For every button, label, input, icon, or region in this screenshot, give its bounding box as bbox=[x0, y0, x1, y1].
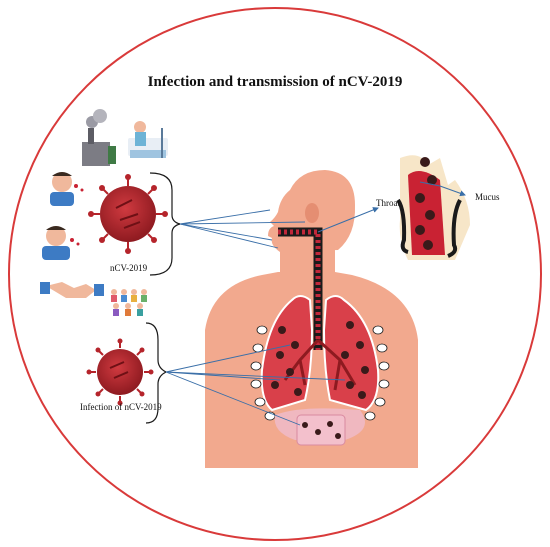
human-body bbox=[205, 170, 418, 468]
factory-pollution-icon bbox=[82, 109, 116, 166]
label-mucus: Mucus bbox=[475, 192, 500, 202]
label-virus-bottom: Infection of nCV-2019 bbox=[80, 402, 162, 412]
virus-icon-bottom bbox=[86, 338, 154, 406]
crowd-icon bbox=[111, 289, 147, 316]
hospital-patient-icon bbox=[128, 121, 168, 158]
label-virus-top: nCV-2019 bbox=[110, 263, 148, 273]
lungs bbox=[250, 295, 390, 446]
diagram-title: Infection and transmission of nCV-2019 bbox=[147, 74, 403, 90]
throat-inset bbox=[396, 155, 470, 260]
sneezing-person-icon bbox=[50, 172, 84, 206]
top-arrows bbox=[179, 209, 306, 249]
bottom-arrows bbox=[165, 344, 346, 426]
throat-pointer bbox=[317, 207, 379, 233]
virus-icon-top bbox=[88, 174, 168, 254]
label-throat: Throat bbox=[376, 198, 400, 208]
coughing-person-icon bbox=[42, 226, 80, 260]
handshake-icon bbox=[40, 282, 104, 298]
